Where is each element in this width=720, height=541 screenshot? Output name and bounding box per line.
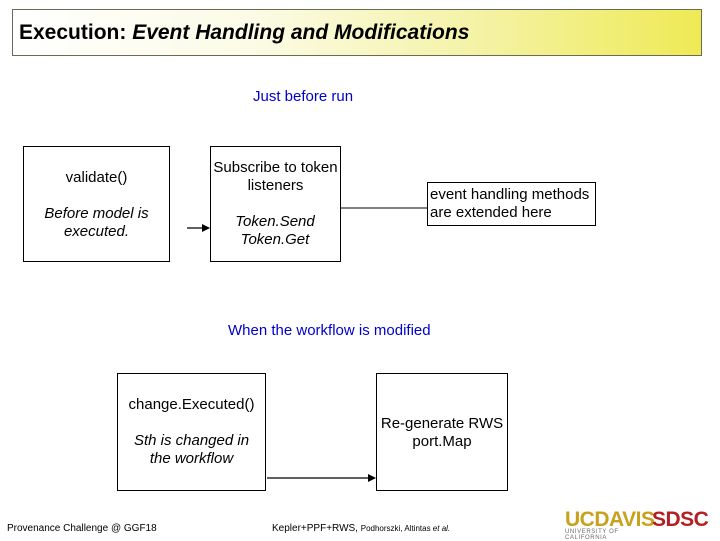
logo-davis-text: DAVIS: [594, 508, 655, 531]
workflow-changed-text: Sth is changed in the workflow: [133, 432, 250, 467]
ucdavis-logo: UCDAVIS UNIVERSITY OF CALIFORNIA: [565, 508, 655, 541]
section-label-before-run: Just before run: [253, 88, 354, 105]
footer-center-authors: Podhorszki, Altintas: [360, 524, 433, 533]
token-listeners-box: [210, 146, 341, 262]
change-executed-box: [117, 373, 266, 491]
validate-box: [23, 146, 170, 262]
section-label-workflow-modified: When the workflow is modified: [228, 322, 431, 339]
event-handling-box: [427, 182, 596, 226]
footer-center-etal: et al.: [432, 524, 451, 533]
slide-title: Execution: Event Handling and Modificati…: [19, 21, 469, 45]
subscribe-text: Subscribe to token listeners: [213, 159, 338, 194]
change-executed-text: change.Executed(): [128, 396, 255, 413]
slide-title-bar: Execution: Event Handling and Modificati…: [12, 9, 702, 56]
footer-center-main: Kepler+PPF+RWS,: [272, 523, 358, 534]
logo-uc-text: UC: [565, 508, 595, 531]
validate-method-text: validate(): [65, 169, 128, 186]
footer-left: Provenance Challenge @ GGF18: [7, 523, 157, 534]
ucdavis-logo-mark: UCDAVIS: [565, 508, 655, 532]
sdsc-logo: SDSC: [652, 508, 709, 531]
event-handling-text: event handling methods are extended here: [430, 186, 590, 221]
validate-note-text: Before model is executed.: [44, 205, 149, 240]
title-emphasis: Event Handling and Modifications: [132, 21, 470, 44]
footer-center: Kepler+PPF+RWS, Podhorszki, Altintas et …: [272, 523, 450, 534]
logo-sub-text: UNIVERSITY OF CALIFORNIA: [565, 529, 619, 541]
token-methods-text: Token.Send Token.Get: [235, 213, 315, 248]
title-main: Execution:: [19, 21, 133, 44]
regenerate-text: Re-generate RWS port.Map: [380, 415, 504, 450]
regenerate-box: [376, 373, 508, 491]
